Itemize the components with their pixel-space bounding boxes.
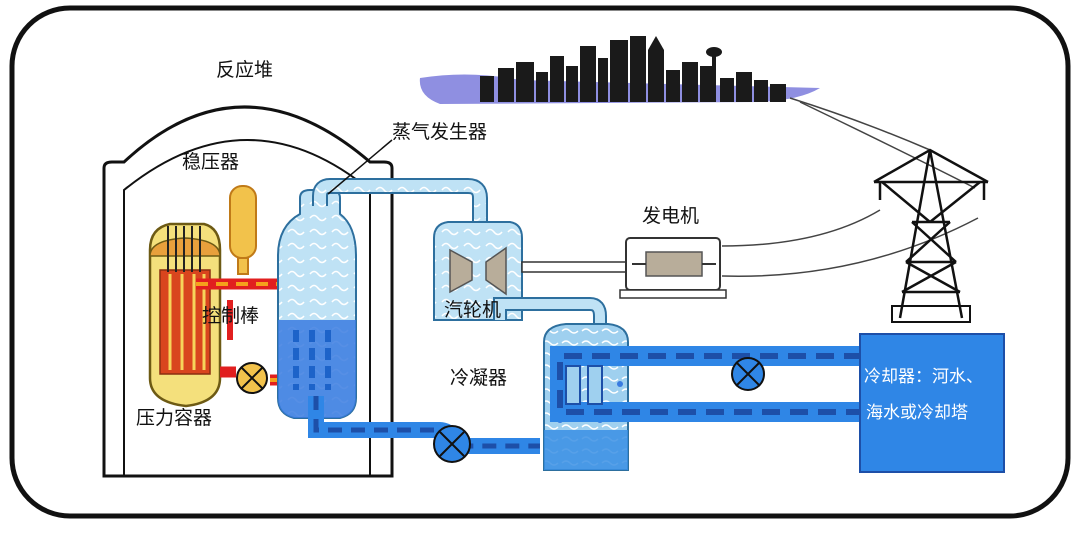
- turbine-shaft: [521, 261, 633, 273]
- feed-pump-icon: [433, 425, 471, 463]
- steam-generator: [277, 189, 357, 419]
- turbine: [433, 221, 523, 321]
- label-turbine: 汽轮机: [444, 299, 501, 321]
- label-reactor: 反应堆: [216, 59, 273, 81]
- label-generator: 发电机: [642, 205, 699, 227]
- pressurizer: [229, 185, 257, 275]
- steam-line: [312, 178, 488, 222]
- label-cooler-line2: 海水或冷却塔: [866, 403, 968, 423]
- label-steam-generator: 蒸气发生器: [392, 121, 487, 143]
- power-lines: [721, 97, 979, 277]
- cooling-pump-icon: [731, 357, 765, 391]
- pressure-vessel: [148, 222, 222, 408]
- label-cooler-line1: 冷却器：河水、: [864, 367, 983, 387]
- transmission-tower-icon: [873, 148, 989, 323]
- primary-pump-icon: [236, 362, 268, 394]
- label-condenser: 冷凝器: [450, 367, 507, 389]
- label-control-rods: 控制棒: [202, 305, 259, 327]
- generator: [619, 237, 727, 299]
- cooling-loop: [550, 346, 862, 422]
- control-rods: [167, 226, 201, 272]
- city-skyline-icon: [419, 36, 820, 104]
- exhaust-line: [493, 297, 607, 334]
- cooler-box: [859, 333, 1005, 473]
- label-pressure-vessel: 压力容器: [136, 407, 212, 429]
- steam-generator-leader: [327, 139, 393, 195]
- label-pressurizer: 稳压器: [182, 151, 239, 173]
